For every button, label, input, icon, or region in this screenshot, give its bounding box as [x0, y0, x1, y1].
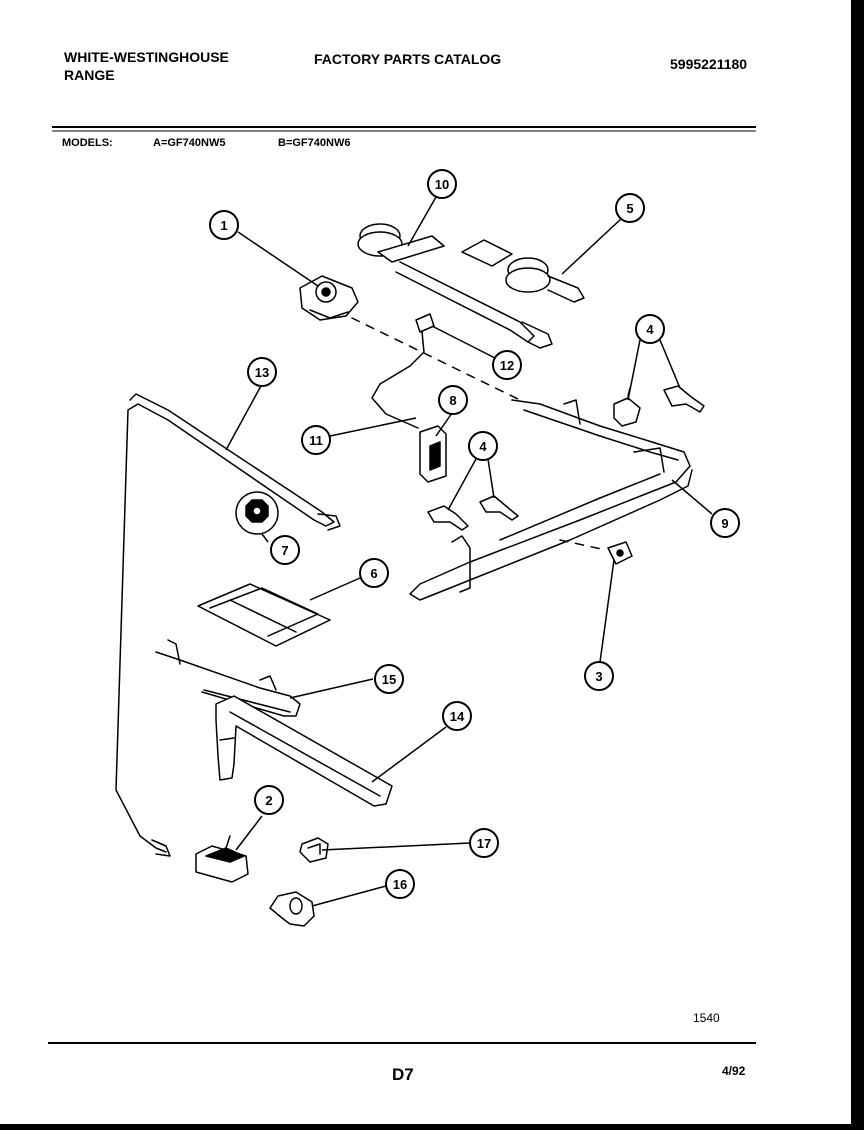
callout-8: 12	[500, 358, 514, 373]
page-code: D7	[392, 1065, 414, 1084]
models-label: MODELS:	[62, 137, 113, 149]
model-b: B=GF740NW6	[278, 137, 351, 149]
callout-6: 10	[435, 177, 449, 192]
valve-axis-line	[559, 539, 607, 551]
callout-1: 1	[220, 218, 227, 233]
part-manifold	[409, 399, 693, 601]
brand-line-2: RANGE	[64, 67, 115, 83]
callout-2: 9	[721, 516, 728, 531]
revision-date: 4/92	[722, 1064, 746, 1078]
callout-17: 17	[477, 836, 491, 851]
tube-fitting-bottom	[151, 839, 171, 857]
part-gas-tube	[115, 393, 335, 853]
part-retainer-clip	[299, 837, 329, 863]
callout-15: 7	[281, 543, 288, 558]
callout-16: 8	[449, 393, 456, 408]
part-orifice-lower-a	[427, 505, 469, 531]
part-clamp	[269, 891, 315, 927]
part-thermocouple-wire	[371, 331, 425, 429]
callout-10: 2	[265, 793, 272, 808]
callout-14: 6	[370, 566, 377, 581]
part-burner-tube-left	[357, 223, 553, 349]
brand-line-1: WHITE-WESTINGHOUSE	[64, 49, 229, 65]
part-valve	[299, 275, 359, 321]
model-a: A=GF740NW5	[153, 137, 226, 149]
part-orifice-lower-b	[479, 495, 519, 521]
callout-11: 16	[393, 877, 407, 892]
callout-4-lower: 4	[479, 439, 487, 454]
part-clip	[415, 313, 435, 333]
part-nut	[235, 491, 279, 535]
catalog-number: 5995221180	[670, 56, 748, 72]
part-switch	[195, 835, 249, 883]
tube-fitting-top	[317, 513, 341, 531]
catalog-page: WHITE-WESTINGHOUSE RANGE FACTORY PARTS C…	[0, 0, 851, 1124]
callout-9: 13	[255, 365, 269, 380]
part-small-valve	[607, 541, 633, 565]
part-lower-burner-tube	[215, 695, 393, 807]
part-orifice-upper-b	[663, 385, 705, 413]
callout-3: 3	[595, 669, 602, 684]
callout-4-upper: 4	[646, 322, 654, 337]
callout-7: 11	[309, 433, 323, 448]
part-burner-right	[461, 239, 585, 303]
drawing-number: 1540	[693, 1011, 720, 1025]
callout-5: 5	[626, 201, 633, 216]
callout-numbers: 1 10 5 4 12 13 11 8 4 9 3 7 6 15 14 2 17…	[220, 177, 728, 892]
callout-12: 14	[450, 709, 465, 724]
part-igniter-bracket	[155, 639, 301, 717]
callout-circles	[209, 169, 740, 899]
callout-13: 15	[382, 672, 396, 687]
catalog-title: FACTORY PARTS CATALOG	[314, 51, 502, 67]
part-bracket	[419, 425, 447, 483]
part-heat-shield	[197, 583, 331, 647]
part-orifice-upper-a	[613, 387, 641, 427]
leader-lines	[225, 196, 713, 907]
